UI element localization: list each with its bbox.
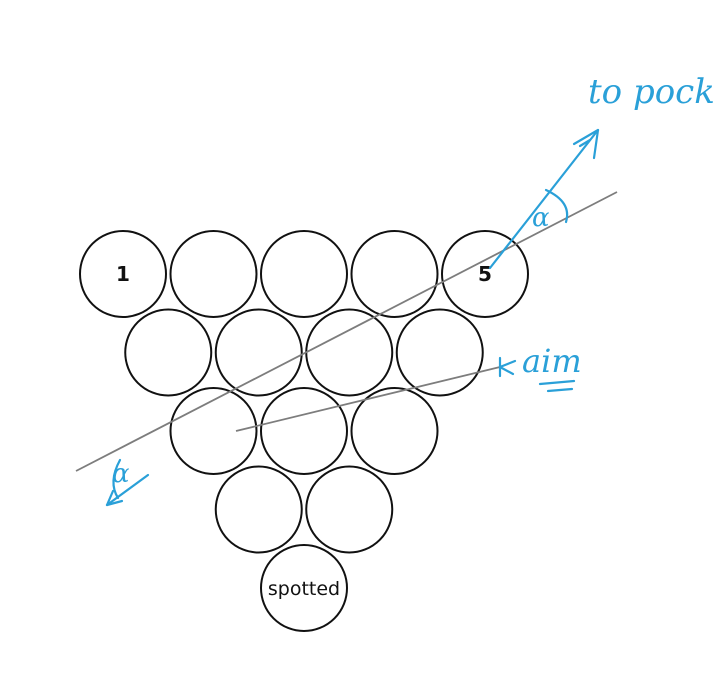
ball-circle [124,308,213,397]
ball-circle [305,465,394,554]
ball-6 [124,308,213,397]
ball-label: 1 [116,262,130,286]
bottom-angle-arc [112,458,122,500]
ball-circle [214,465,303,554]
ball-circle [260,230,348,318]
ball-1: 1 [79,230,167,318]
ball-13 [214,465,303,554]
ball-12 [350,387,439,475]
ball-circle [350,387,439,475]
ball-11 [260,387,348,475]
ball-spotted: spotted [260,544,348,632]
number-spot [108,259,138,289]
bottom-arrow-shaft [105,473,150,507]
aim-arrowhead [498,356,517,378]
ball-9 [395,308,484,397]
ball-7 [214,308,303,397]
pocket-arrowhead [572,128,600,160]
aim-underline-2 [546,387,574,393]
ball-8 [305,308,394,397]
ball-3 [260,230,348,318]
long-aim-line [75,191,618,472]
balls-layer: 1 5 spotted [79,230,529,632]
to-pocket-label: to pock [588,72,715,112]
aim-label: aim [522,342,582,380]
ball-label: 5 [478,262,492,286]
top-angle-arc [544,188,569,224]
ball-circle [305,308,394,397]
ball-label: spotted [268,578,340,600]
ball-circle [260,387,348,475]
ball-circle [169,387,258,475]
ball-circle [214,308,303,397]
ball-10 [169,387,258,475]
ball-circle [350,230,439,318]
ball-4 [350,230,439,318]
ball-circle [260,544,348,632]
ball-circle [169,230,258,318]
ball-circle [395,308,484,397]
bottom-arrowhead [105,489,124,507]
ball-2 [169,230,258,318]
angle-label-top: α [532,203,550,233]
angle-label-bottom: α [112,459,130,489]
aim-underline-1 [538,379,576,386]
pocket-arrow-shaft [488,128,600,270]
aim-line [235,366,501,432]
ball-14 [305,465,394,554]
